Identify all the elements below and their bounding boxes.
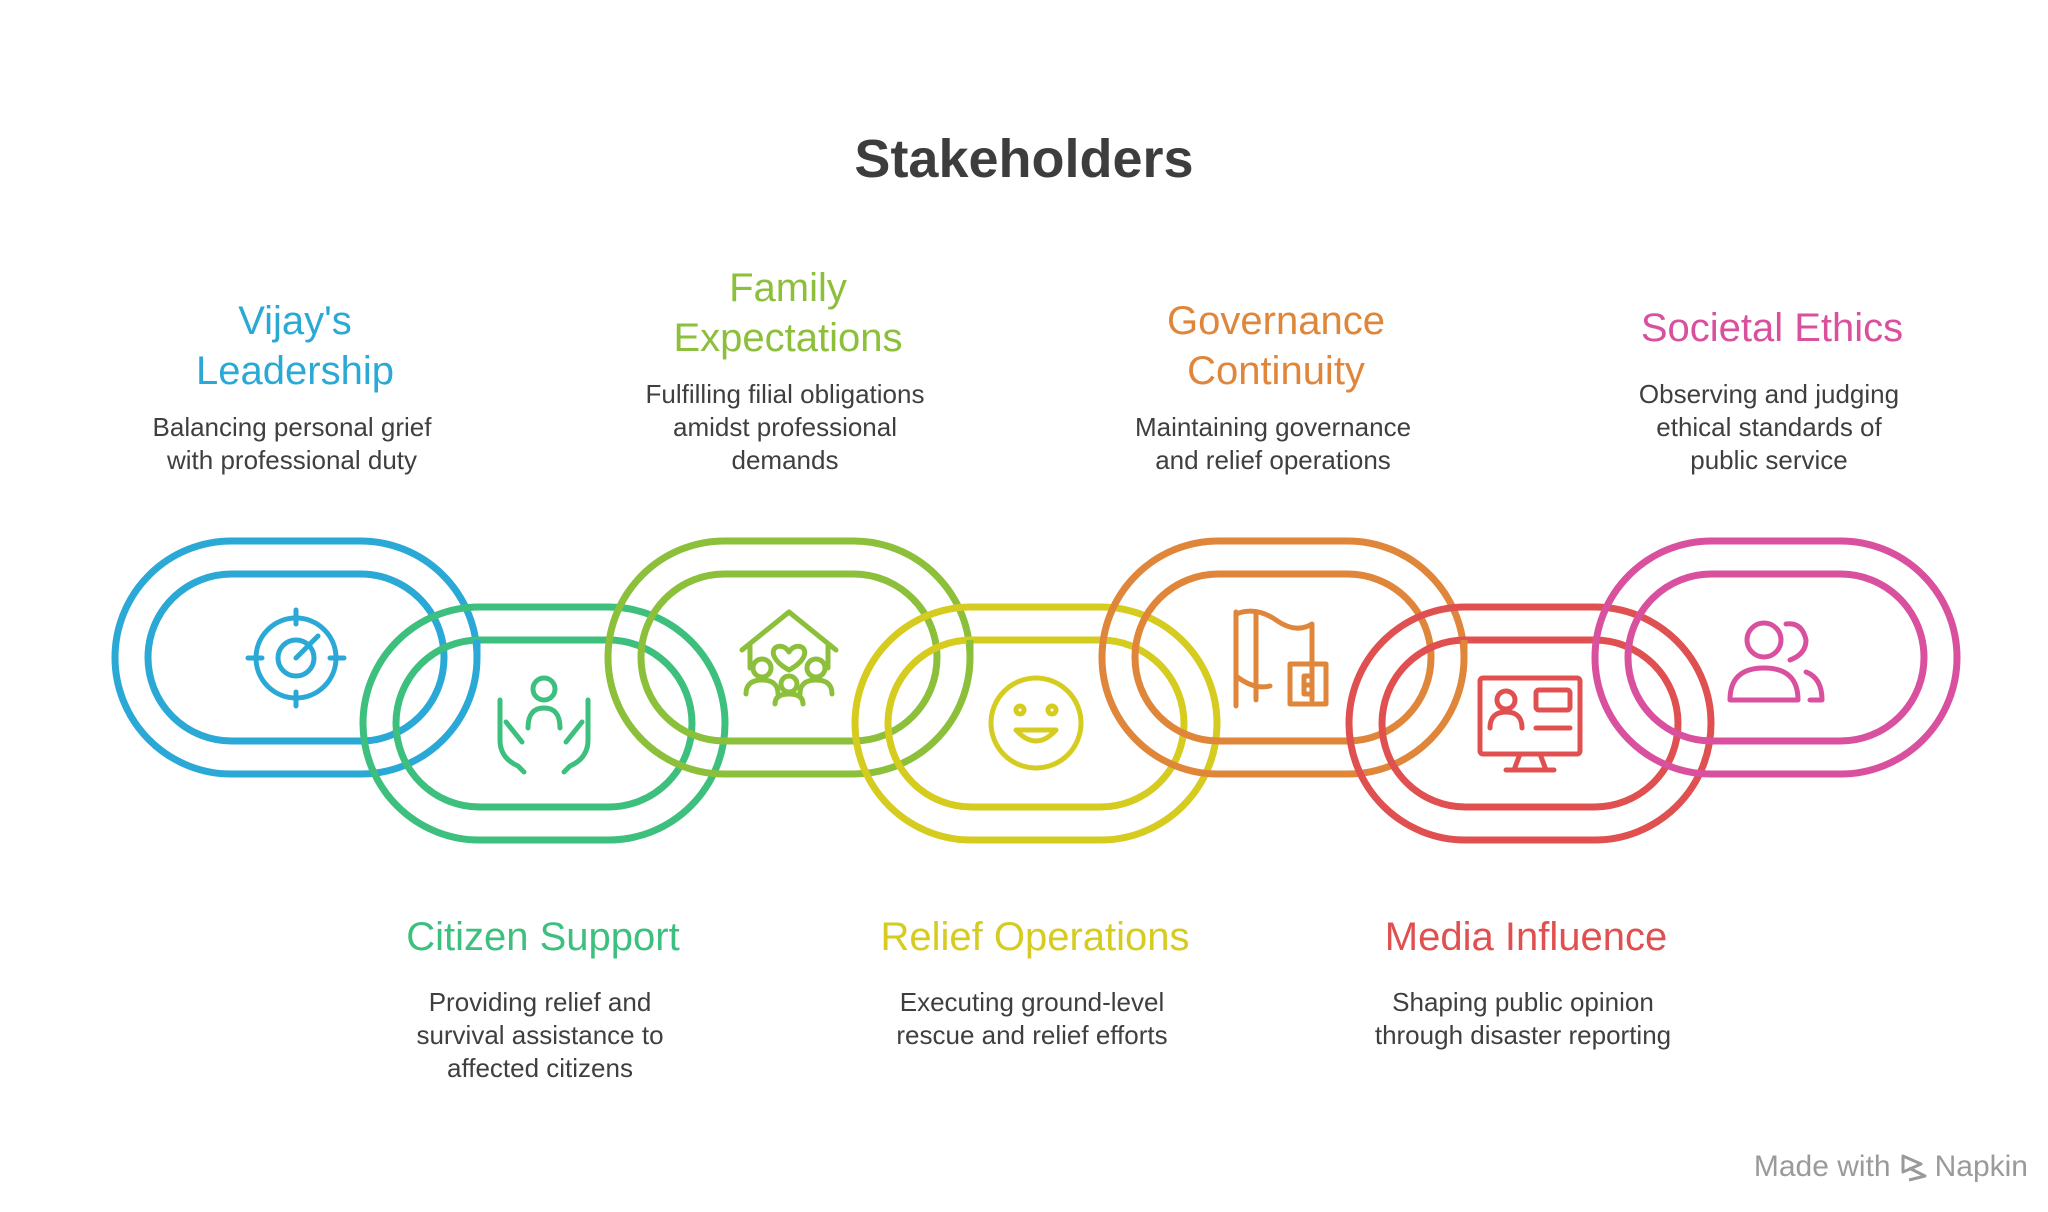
stakeholder-desc-media-influence: Shaping public opinion through disaster …: [1374, 987, 1672, 1050]
chain-link-2-inner: [392, 636, 696, 811]
smiley-face-icon: [988, 675, 1084, 771]
stakeholder-heading-media-influence: Media Influence: [1384, 915, 1668, 959]
target-icon: [245, 607, 347, 709]
stakeholder-desc-relief-operations: Executing ground-level rescue and relief…: [896, 987, 1168, 1050]
helping-hands-person-icon: [497, 675, 591, 775]
stakeholder-desc-societal-ethics: Observing and judging ethical standards …: [1638, 379, 1900, 475]
stakeholder-heading-citizen-support: Citizen Support: [406, 915, 680, 959]
stakeholder-desc-vijays-leadership: Balancing personal grief with profession…: [152, 412, 432, 475]
chain-link-5-outer: [1098, 537, 1468, 778]
stakeholder-desc-governance-continuity: Maintaining governance and relief operat…: [1134, 412, 1412, 475]
stakeholder-heading-relief-operations: Relief Operations: [880, 915, 1190, 959]
chain-link-2-outer: [359, 603, 729, 844]
chain-link-5-inner: [1131, 570, 1435, 745]
stakeholder-heading-societal-ethics: Societal Ethics: [1640, 306, 1904, 350]
napkin-logo-icon: [1901, 1154, 1927, 1182]
chain-link-3-outer: [604, 537, 974, 778]
chain-link-4-inner: [884, 636, 1188, 811]
chain-link-6-outer: [1345, 603, 1715, 844]
chain-link-1-outer: [111, 537, 481, 778]
flag-building-icon: [1233, 608, 1329, 709]
stakeholder-heading-governance-continuity: Governance Continuity: [1167, 299, 1385, 393]
napkin-brand-label: Napkin: [1934, 1150, 2028, 1183]
chain-link-7-inner: [1624, 570, 1928, 745]
stakeholder-desc-citizen-support: Providing relief and survival assistance…: [416, 987, 664, 1083]
made-with-label: Made with: [1753, 1150, 1891, 1183]
chain-link-4-outer: [851, 603, 1221, 844]
chain-link-6-inner: [1378, 636, 1682, 811]
chain-link-7-outer: [1591, 537, 1961, 778]
people-group-icon: [1727, 620, 1825, 703]
stakeholder-heading-family-expectations: Family Expectations: [673, 266, 903, 360]
family-home-heart-icon: [739, 609, 839, 707]
stakeholder-desc-family-expectations: Fulfilling filial obligations amidst pro…: [645, 379, 925, 475]
monitor-presenter-icon: [1477, 675, 1583, 773]
stakeholder-heading-vijays-leadership: Vijay's Leadership: [196, 299, 394, 393]
chain-link-3-inner: [637, 570, 941, 745]
chain-link-1-inner: [144, 570, 448, 745]
page-title: Stakeholders: [854, 129, 1194, 189]
made-with-napkin-footer[interactable]: Made with Napkin: [1754, 1150, 2028, 1184]
